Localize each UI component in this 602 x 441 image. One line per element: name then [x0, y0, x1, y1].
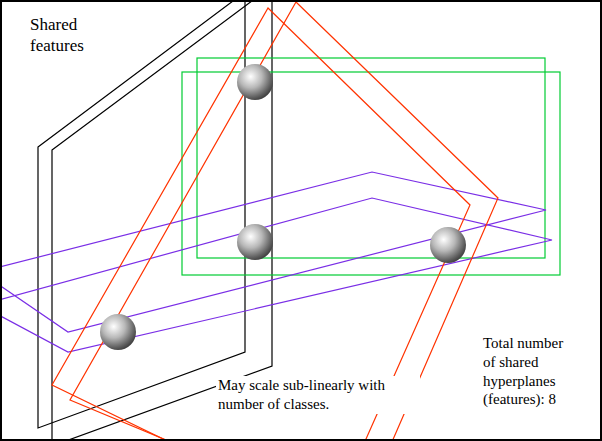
red-hyperplanes — [52, 2, 498, 440]
purple-hyperplanes — [1, 172, 552, 352]
green-hyperplanes — [182, 58, 560, 275]
black-hyperplanes — [38, 1, 272, 440]
note-label: May scale sub-linearly with number of cl… — [216, 376, 420, 414]
class-spheres — [100, 64, 466, 350]
count-label: Total number of shared hyperplanes (feat… — [481, 334, 577, 409]
heading-label: Shared features — [28, 14, 112, 57]
